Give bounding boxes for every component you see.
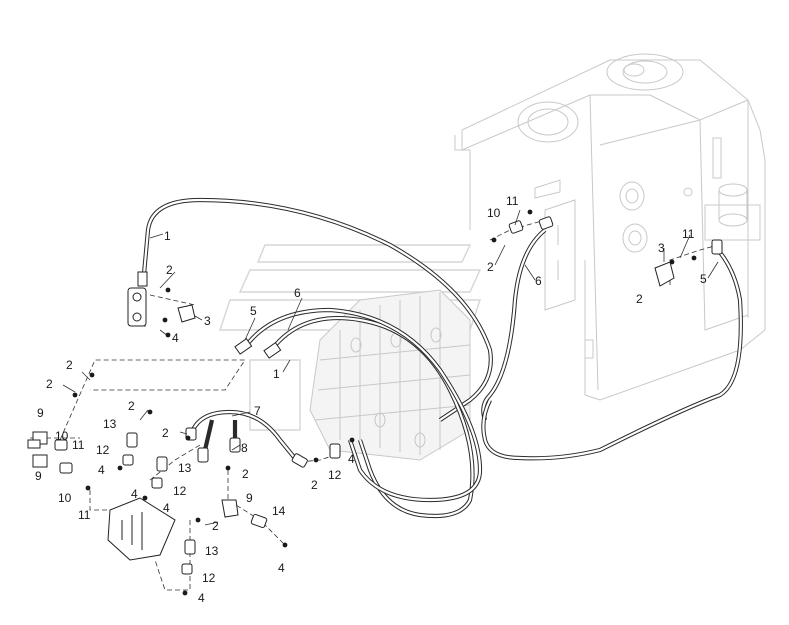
callout-9: 9 (37, 406, 44, 420)
callout-5: 5 (250, 304, 257, 318)
callout-1: 1 (164, 229, 171, 243)
hose-5-right (481, 248, 743, 461)
callout-2: 2 (487, 260, 494, 274)
callout-3: 3 (204, 314, 211, 328)
callout-2: 2 (242, 467, 249, 481)
callout-1: 1 (273, 367, 280, 381)
elbow-9-bottom (221, 499, 239, 518)
callout-4: 4 (278, 561, 285, 575)
callout-2: 2 (66, 358, 73, 372)
callout-2: 2 (311, 478, 318, 492)
hose-end-7 (291, 453, 308, 468)
adapter-13-b (156, 456, 168, 472)
hose-end-8b (229, 437, 241, 453)
part-dots (72, 209, 697, 596)
adapter-12-d (181, 563, 193, 575)
callout-4: 4 (98, 463, 105, 477)
callout-8: 8 (241, 441, 248, 455)
elbow-3-right (654, 261, 675, 287)
callout-12: 12 (328, 468, 342, 482)
callout-12: 12 (173, 484, 187, 498)
callout-4: 4 (348, 452, 355, 466)
callout-11: 11 (682, 227, 695, 241)
hose-end-1 (137, 271, 148, 287)
hose-end-5-right (711, 239, 723, 255)
callout-12: 12 (202, 571, 216, 585)
callout-6: 6 (294, 286, 301, 300)
callout-7: 7 (254, 404, 261, 418)
hose-5-long (241, 307, 483, 503)
callout-11: 11 (506, 194, 519, 208)
callout-2: 2 (212, 519, 219, 533)
callout-2: 2 (128, 399, 135, 413)
callout-13: 13 (103, 417, 117, 431)
fittings (27, 216, 723, 575)
hose-8 (202, 419, 238, 451)
adapter-10-right (508, 220, 524, 234)
callout-2: 2 (46, 377, 53, 391)
adapter-12-a (122, 454, 134, 466)
hose-end-8a (197, 447, 209, 463)
adapter-10-upper (54, 439, 68, 451)
hose-1-upper (140, 197, 493, 422)
machine-outline (309, 53, 766, 461)
callout-13: 13 (205, 544, 219, 558)
adapter-13-c (184, 539, 196, 555)
leader-lines (62, 209, 719, 526)
callout-13: 13 (178, 461, 192, 475)
hose-6-right (481, 228, 547, 421)
callout-9: 9 (35, 469, 42, 483)
adapter-10-lower (59, 462, 73, 474)
callout-2: 2 (166, 263, 173, 277)
hose-end-5 (234, 338, 253, 355)
callout-9: 9 (246, 491, 253, 505)
callout-5: 5 (700, 272, 707, 286)
adapter-14 (250, 513, 268, 529)
callout-11: 11 (78, 508, 91, 522)
callout-3: 3 (658, 241, 665, 255)
callout-4: 4 (172, 331, 179, 345)
callout-14: 14 (272, 504, 286, 518)
callout-2: 2 (636, 292, 643, 306)
elbow-3-left (177, 304, 196, 323)
callout-labels: 1 1 2 2 2 2 2 2 2 2 2 2 3 3 4 4 4 4 4 4 … (35, 194, 707, 605)
tee-9-lower (32, 454, 48, 468)
hose-end-6 (263, 342, 282, 359)
adapter-12-b (151, 477, 163, 489)
callout-10: 10 (487, 206, 501, 220)
callout-10: 10 (55, 429, 69, 443)
hose-end-6-right (538, 216, 554, 230)
callout-4: 4 (163, 501, 170, 515)
hose-7 (190, 409, 300, 464)
hose-6-loop (268, 315, 475, 519)
adapter-12-c (329, 443, 341, 459)
manifold-block-left (127, 287, 147, 327)
callout-4: 4 (131, 487, 138, 501)
callout-2: 2 (162, 426, 169, 440)
callout-10: 10 (58, 491, 72, 505)
callout-4: 4 (198, 591, 205, 605)
callout-11: 12 (96, 443, 110, 457)
adapter-13-a (126, 432, 138, 448)
callout-6: 6 (535, 274, 542, 288)
callout-11: 11 (72, 438, 85, 452)
